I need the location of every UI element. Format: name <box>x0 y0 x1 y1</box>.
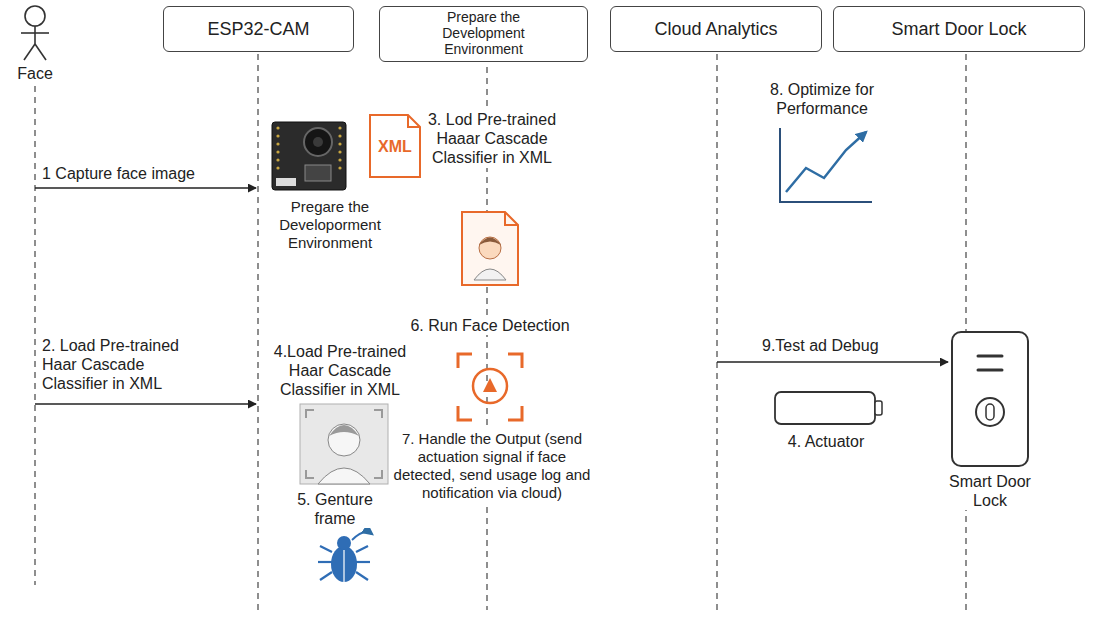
performance-chart-icon-part <box>786 132 866 192</box>
esp32-board-part <box>272 122 346 190</box>
smart-lock-device-icon-part <box>978 355 1002 358</box>
debug-bug-icon-part-part <box>356 572 368 580</box>
face-portrait-icon-part <box>318 468 370 484</box>
message-label: 2. Load Pre-trained Haar Cascade Classif… <box>42 336 212 394</box>
message-label: 1 Capture face image <box>42 164 252 183</box>
performance-chart-icon <box>780 128 872 202</box>
debug-bug-icon-part-part <box>356 546 368 552</box>
message-arrow <box>35 403 256 405</box>
actor-figure-part <box>25 6 45 26</box>
esp32-board-part-part <box>276 142 279 145</box>
esp32-board-part-part <box>338 158 341 161</box>
actor-figure-part <box>34 26 36 44</box>
face-detection-icon-part <box>483 378 497 392</box>
classifier-document-icon <box>462 212 518 285</box>
debug-bug-icon-part-part <box>318 561 332 563</box>
debug-bug-icon-part-part <box>356 561 370 563</box>
step-label: 6. Run Face Detection <box>405 316 575 335</box>
xml-file-icon-part <box>408 115 420 127</box>
smart-lock-device-icon-part <box>952 332 1028 466</box>
lifelines <box>35 54 966 610</box>
debug-bug-icon-part <box>331 546 357 582</box>
esp32-board-part-part <box>276 166 279 169</box>
step-label: Pregare the Developorment Environment <box>260 198 400 252</box>
esp32-board-part-part <box>338 166 341 169</box>
smart-lock-device-icon <box>952 332 1028 466</box>
xml-file-icon-part <box>370 115 420 177</box>
box-title: Cloud Analytics <box>654 19 777 39</box>
debug-bug-icon-part <box>343 550 344 582</box>
step-label: 5. Genture frame <box>280 490 390 528</box>
lifeline-header-box: Prepare the Development Environment <box>379 6 588 62</box>
classifier-document-icon-part <box>474 269 506 280</box>
esp32-board-part-part <box>276 126 279 129</box>
lifeline <box>716 54 717 610</box>
step-label: 8. Optimize for Performance <box>752 80 892 118</box>
lifeline-header-box: ESP32-CAM <box>163 6 354 52</box>
classifier-document-icon-part <box>462 212 518 285</box>
esp32-board-part <box>305 165 331 181</box>
lifeline-header-box: Smart Door Lock <box>833 6 1085 52</box>
classifier-document-icon-part <box>479 237 501 259</box>
face-portrait-icon-part <box>300 404 388 484</box>
lifeline-header-box: Cloud Analytics <box>610 6 822 52</box>
face-detection-icon-part <box>458 354 522 420</box>
classifier-document-icon-part <box>479 238 501 246</box>
face-portrait-icon-part <box>329 425 359 436</box>
xml-file-icon <box>370 115 420 177</box>
esp32-board-part-part <box>276 134 279 137</box>
esp32-board-part <box>276 178 296 186</box>
face-detection-icon-part <box>473 369 507 403</box>
lifeline <box>34 86 35 585</box>
esp32-board-part-part <box>338 150 341 153</box>
esp32-board-part-part <box>338 126 341 129</box>
step-label: 7. Handle the Output (send actuation sig… <box>392 430 592 502</box>
performance-chart-icon-part <box>780 128 872 202</box>
esp32-board-part-part <box>276 150 279 153</box>
lifeline <box>257 54 258 610</box>
smart-lock-device-icon-part <box>978 369 1002 372</box>
esp32-board-part-part <box>338 142 341 145</box>
debug-bug-icon-part-part <box>320 546 332 552</box>
debug-bug-icon-part-part <box>320 572 332 580</box>
actor-name: Face <box>5 64 65 83</box>
box-title: Smart Door Lock <box>891 19 1026 39</box>
esp32-board-part-part <box>338 134 341 137</box>
esp32-board-part <box>313 137 323 147</box>
message-arrow <box>717 361 948 363</box>
step-label: 3. Lod Pre-trained Haaar Cascade Classif… <box>422 110 562 168</box>
esp32-board-part <box>276 126 341 169</box>
actor-figure <box>21 6 49 60</box>
actuator-battery-icon-part <box>875 401 882 415</box>
debug-bug-icon-part <box>337 536 351 550</box>
message-arrow <box>35 187 256 189</box>
face-portrait-icon-part <box>328 424 360 456</box>
esp32-board-part-part <box>276 158 279 161</box>
file-type-label: XML <box>372 137 418 156</box>
smart-lock-device-icon-part <box>976 398 1004 426</box>
message-arrows <box>35 188 948 404</box>
smart-lock-device-icon-part <box>986 404 994 420</box>
debug-bug-icon-part <box>352 532 372 540</box>
actor-figure-part <box>24 44 35 60</box>
face-portrait-icon <box>300 404 388 484</box>
classifier-document-icon-part <box>505 212 518 225</box>
step-label: 4.Load Pre-trained Haar Cascade Classifi… <box>265 342 415 400</box>
actor-figure-part <box>21 32 49 34</box>
message-label: 9.Test ad Debug <box>762 336 922 355</box>
component-label: 4. Actuator <box>766 432 886 451</box>
actuator-battery-icon-part <box>775 392 875 424</box>
box-title: Prepare the Development Environment <box>424 10 544 57</box>
actor-figure-part <box>35 44 46 60</box>
device-label: Smart Door Lock <box>935 472 1045 510</box>
face-detection-icon <box>458 354 522 420</box>
debug-bug-icon <box>318 532 372 582</box>
box-title: ESP32-CAM <box>207 19 309 39</box>
esp32-board <box>272 122 346 190</box>
actuator-battery-icon <box>775 392 882 424</box>
esp32-board-part <box>304 128 332 156</box>
